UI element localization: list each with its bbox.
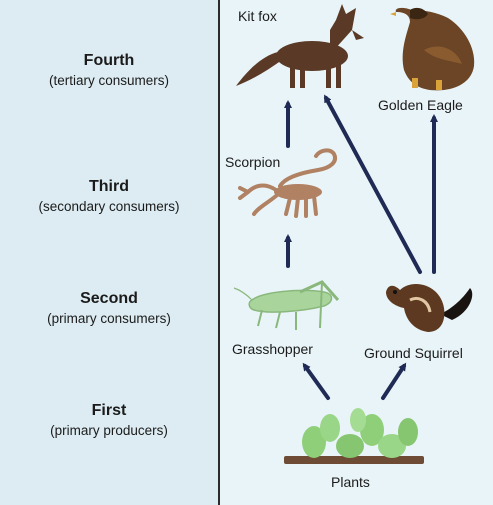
food-web-arrows	[284, 94, 438, 400]
level-first: First (primary producers)	[0, 402, 218, 438]
level-fourth: Fourth (tertiary consumers)	[0, 52, 218, 88]
arrow-plants-to-grasshopper	[302, 362, 330, 400]
panel-divider	[218, 0, 220, 505]
level-second: Second (primary consumers)	[0, 290, 218, 326]
ground-squirrel-icon	[386, 284, 473, 332]
level-name: Third	[89, 178, 129, 195]
golden-eagle-label: Golden Eagle	[378, 97, 463, 113]
golden-eagle-icon	[390, 7, 475, 91]
scorpion-icon	[238, 148, 337, 218]
kit-fox-label: Kit fox	[238, 8, 277, 24]
grasshopper-icon	[233, 280, 340, 330]
level-role: (primary producers)	[50, 423, 168, 438]
level-role: (primary consumers)	[47, 311, 171, 326]
plants-icon	[284, 408, 424, 464]
level-third: Third (secondary consumers)	[0, 178, 218, 214]
arrow-squirrel-to-fox	[324, 94, 422, 274]
ground-squirrel-label: Ground Squirrel	[364, 345, 463, 361]
level-name: Fourth	[83, 52, 135, 69]
grasshopper-label: Grasshopper	[232, 341, 313, 357]
level-role: (secondary consumers)	[38, 199, 180, 214]
level-name: Second	[80, 290, 138, 307]
trophic-levels-panel	[0, 0, 218, 505]
plants-label: Plants	[331, 474, 370, 490]
scorpion-label: Scorpion	[225, 154, 281, 170]
arrow-plants-to-squirrel	[381, 362, 407, 400]
level-name: First	[91, 402, 127, 419]
level-role: (tertiary consumers)	[48, 73, 170, 88]
kit-fox-icon	[236, 4, 364, 88]
